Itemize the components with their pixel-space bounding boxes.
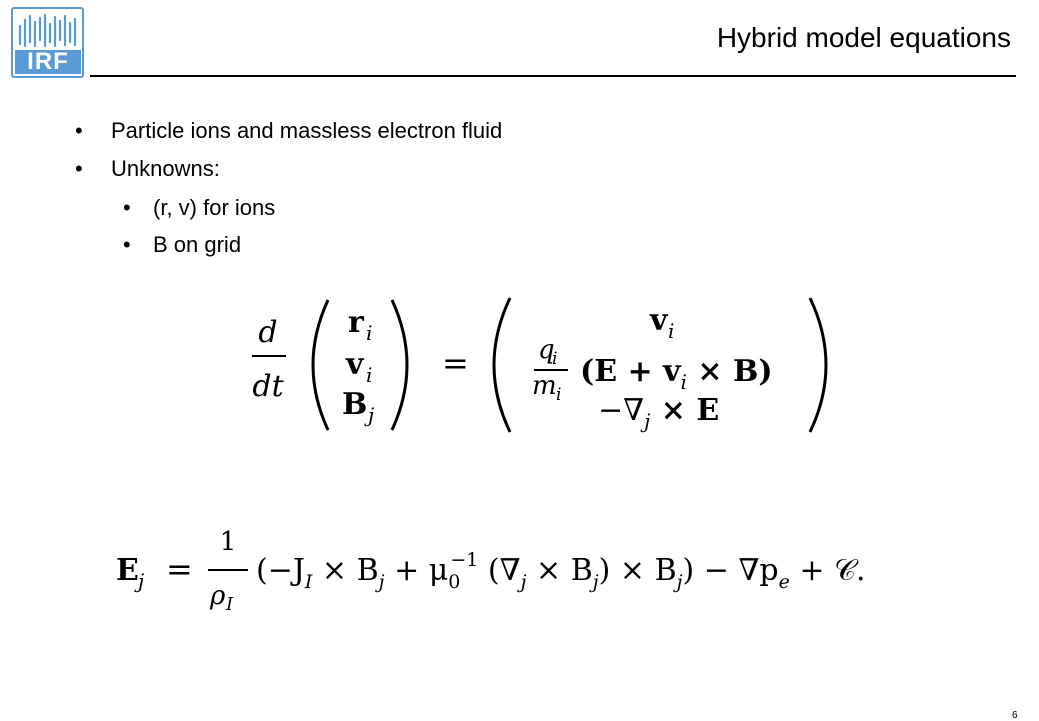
eq2-frac-rho-sub: I	[225, 594, 234, 615]
eq2-part-c-sub: 0	[448, 571, 460, 593]
eq2-part-h: + 𝒞.	[790, 553, 866, 588]
eq1-vec-r-sub: i	[366, 321, 372, 345]
eq1-rhs-faraday-sub: j	[640, 409, 650, 433]
eq1-rhs-faraday-text: −∇	[598, 393, 644, 428]
equation-ohms-law: E j = 1 ρ I (−JI × Bj + μ0−1 (∇j × Bj) ×…	[116, 527, 865, 615]
eq2-part-b: × B	[312, 553, 378, 588]
eq1-rhs-m-sub: i	[556, 385, 561, 405]
eq2-equals: =	[166, 550, 193, 588]
eq1-rhs-lorentz-a-text: (E + v	[580, 354, 682, 389]
eq2-part-e: × B	[526, 553, 592, 588]
irf-logo: IRF	[11, 7, 84, 78]
subbullet-text: B on grid	[153, 232, 242, 257]
eq1-rhs-lorentz-end: × B)	[687, 354, 773, 389]
eq1-rhs-v: v	[649, 303, 669, 338]
eq2-part-f: ) × B	[599, 553, 677, 588]
eq1-left-paren-close	[390, 299, 409, 431]
logo-text: IRF	[15, 50, 81, 74]
eq1-vec-r: r	[348, 305, 365, 340]
title-divider	[90, 75, 1016, 77]
bullet-text: Particle ions and massless electron flui…	[111, 118, 503, 143]
page-number: 6	[1012, 710, 1018, 721]
bullet-text: Unknowns:	[111, 156, 220, 181]
bullet-dot: •	[75, 156, 83, 181]
eq2-lhs-E: E	[116, 553, 139, 588]
eq1-rhs-v-sub: i	[668, 319, 674, 343]
eq2-frac-numerator: 1	[220, 527, 237, 557]
eq1-vec-B: B	[342, 387, 367, 422]
eq2-part-a-sub: I	[304, 571, 313, 593]
eq2-part-b-sub: j	[375, 571, 385, 593]
eq2-part-g-sub: e	[779, 571, 790, 593]
eq1-right-paren-open	[492, 297, 512, 433]
eq1-vec-v: v	[345, 347, 365, 382]
subbullet-text: (r, v) for ions	[153, 195, 276, 220]
eq2-body: (−JI × Bj + μ0−1 (∇j × Bj) × Bj) − ∇pe +…	[256, 549, 865, 593]
eq2-frac-rho: ρ	[209, 581, 226, 611]
eq1-right-paren-close	[808, 297, 828, 433]
eq1-rhs-q-sub: i	[552, 349, 557, 369]
bullet-dot: •	[75, 118, 83, 143]
eq2-part-g: ) − ∇p	[683, 553, 779, 588]
eq2-part-c: + μ	[385, 553, 449, 588]
eq1-equals: =	[442, 344, 469, 382]
eq2-part-d-sub: j	[517, 571, 527, 593]
eq2-part-a: (−J	[256, 553, 305, 588]
eq1-lhs-numerator: d	[258, 315, 277, 350]
logo-waveform-icon	[18, 13, 77, 48]
eq2-part-f-sub: j	[673, 571, 683, 593]
eq1-vec-B-sub: j	[364, 403, 374, 427]
equation-equations-of-motion: d dt r i v i B j = v i q i m i (E + vi ×…	[252, 297, 828, 433]
eq2-part-c-sup: −1	[450, 549, 478, 571]
eq1-vec-v-sub: i	[366, 363, 372, 387]
eq2-part-e-sub: j	[589, 571, 599, 593]
page-title: Hybrid model equations	[716, 22, 1011, 53]
eq1-lhs-denominator: dt	[252, 369, 284, 404]
bullet-dot: •	[123, 195, 131, 220]
eq1-rhs-faraday: −∇j × E	[598, 393, 719, 433]
eq1-rhs-lorentz-a: (E + vi × B)	[580, 354, 773, 394]
eq1-rhs-faraday-end: × E	[650, 393, 719, 428]
eq1-rhs-m: m	[532, 371, 557, 401]
eq1-left-paren-open	[311, 299, 330, 431]
eq1-rhs-lorentz-sub: i	[681, 370, 687, 394]
eq2-lhs-sub: j	[134, 569, 144, 593]
eq2-part-d: (∇	[478, 553, 520, 588]
bullet-dot: •	[123, 232, 131, 257]
eq1-rhs-q: q	[538, 335, 555, 365]
